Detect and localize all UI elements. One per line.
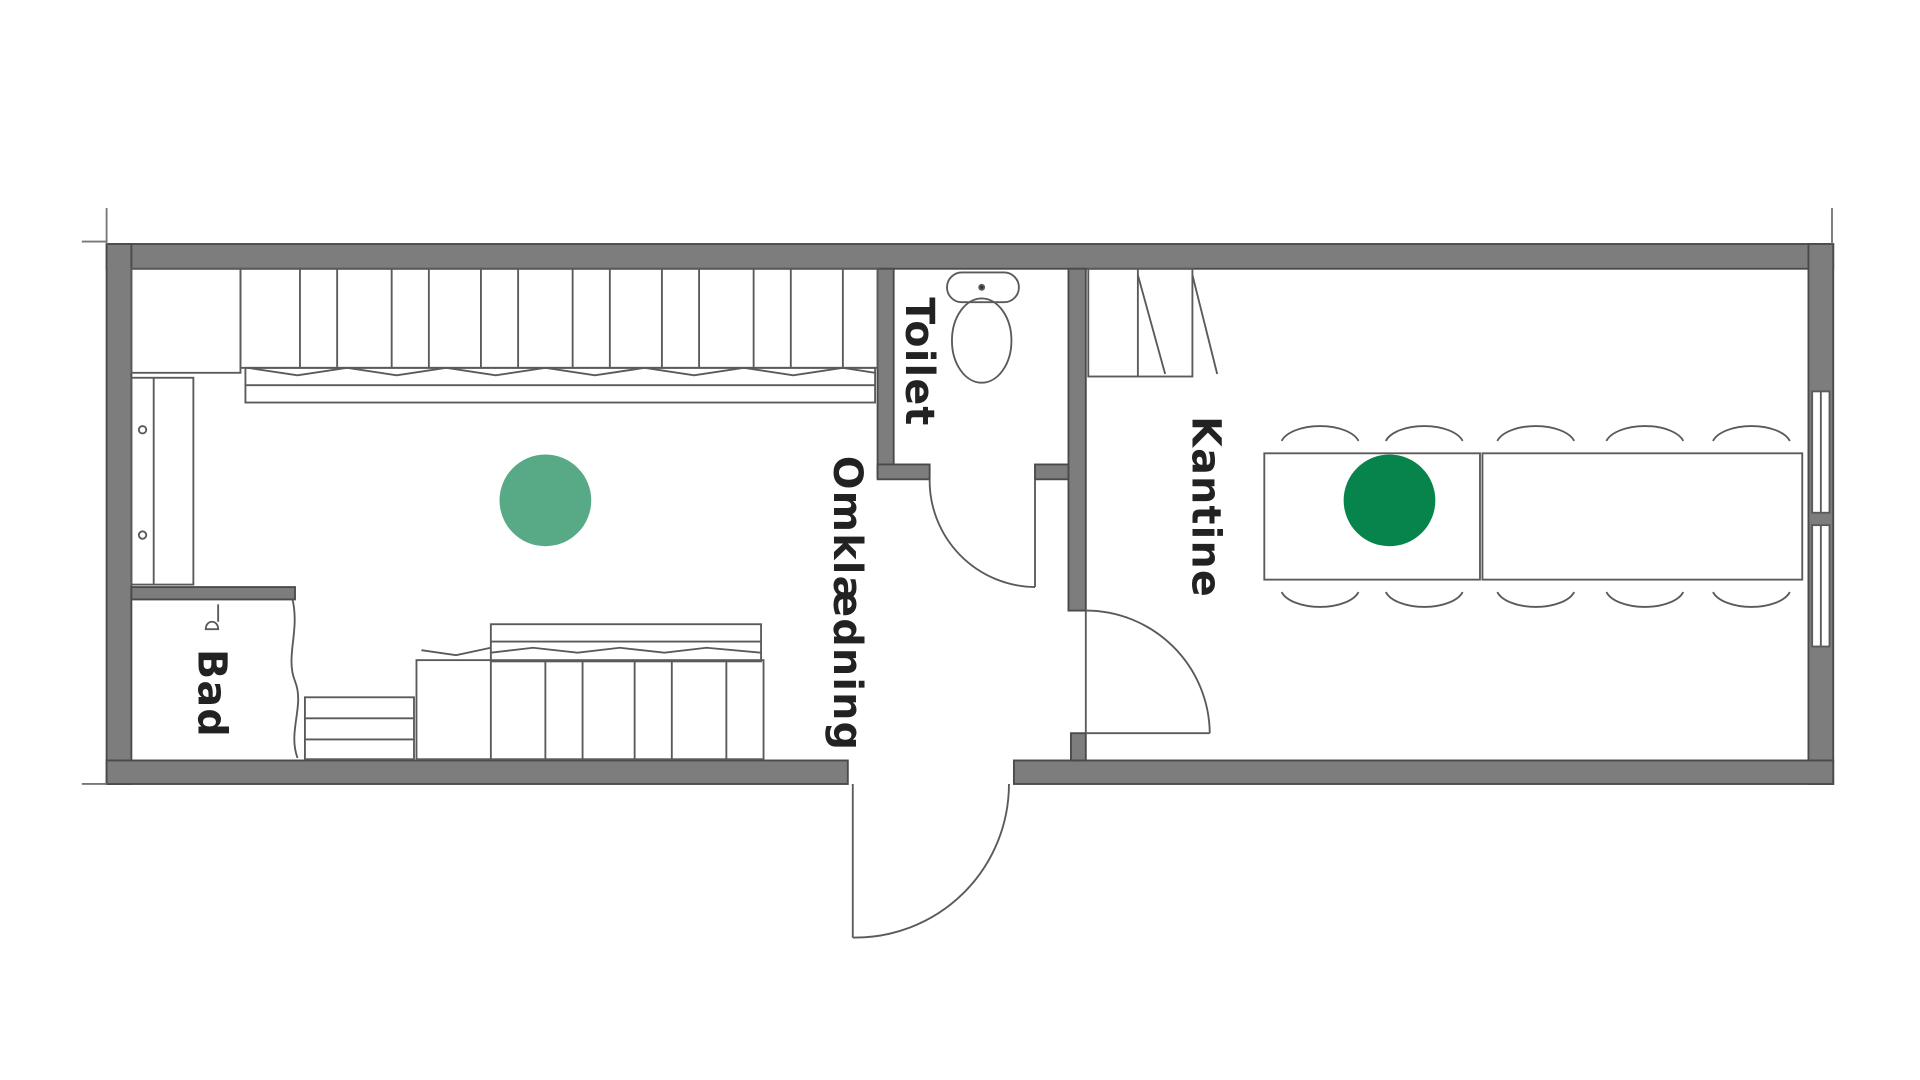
kantine-cabinet <box>1087 267 1219 378</box>
room-label-kantine: Kantine <box>1182 416 1228 598</box>
interior-walls <box>130 267 1087 762</box>
room-label-omklaedning: Omklædning <box>824 456 870 751</box>
windows <box>1811 390 1831 648</box>
outer-walls <box>105 243 1835 785</box>
doors <box>851 479 1211 939</box>
omklaedning-hotspot[interactable] <box>499 454 592 547</box>
room-label-toilet: Toilet <box>896 297 942 426</box>
dimension-ticks <box>81 208 1833 785</box>
kantine-tables <box>1263 425 1804 608</box>
toilet-fixture <box>946 271 1020 384</box>
kantine-hotspot[interactable] <box>1343 454 1436 547</box>
left-bench <box>130 376 195 586</box>
room-label-bad: Bad <box>188 649 234 738</box>
lockers-top <box>130 267 879 404</box>
bad-area <box>204 599 415 761</box>
lockers-bottom <box>415 623 765 761</box>
